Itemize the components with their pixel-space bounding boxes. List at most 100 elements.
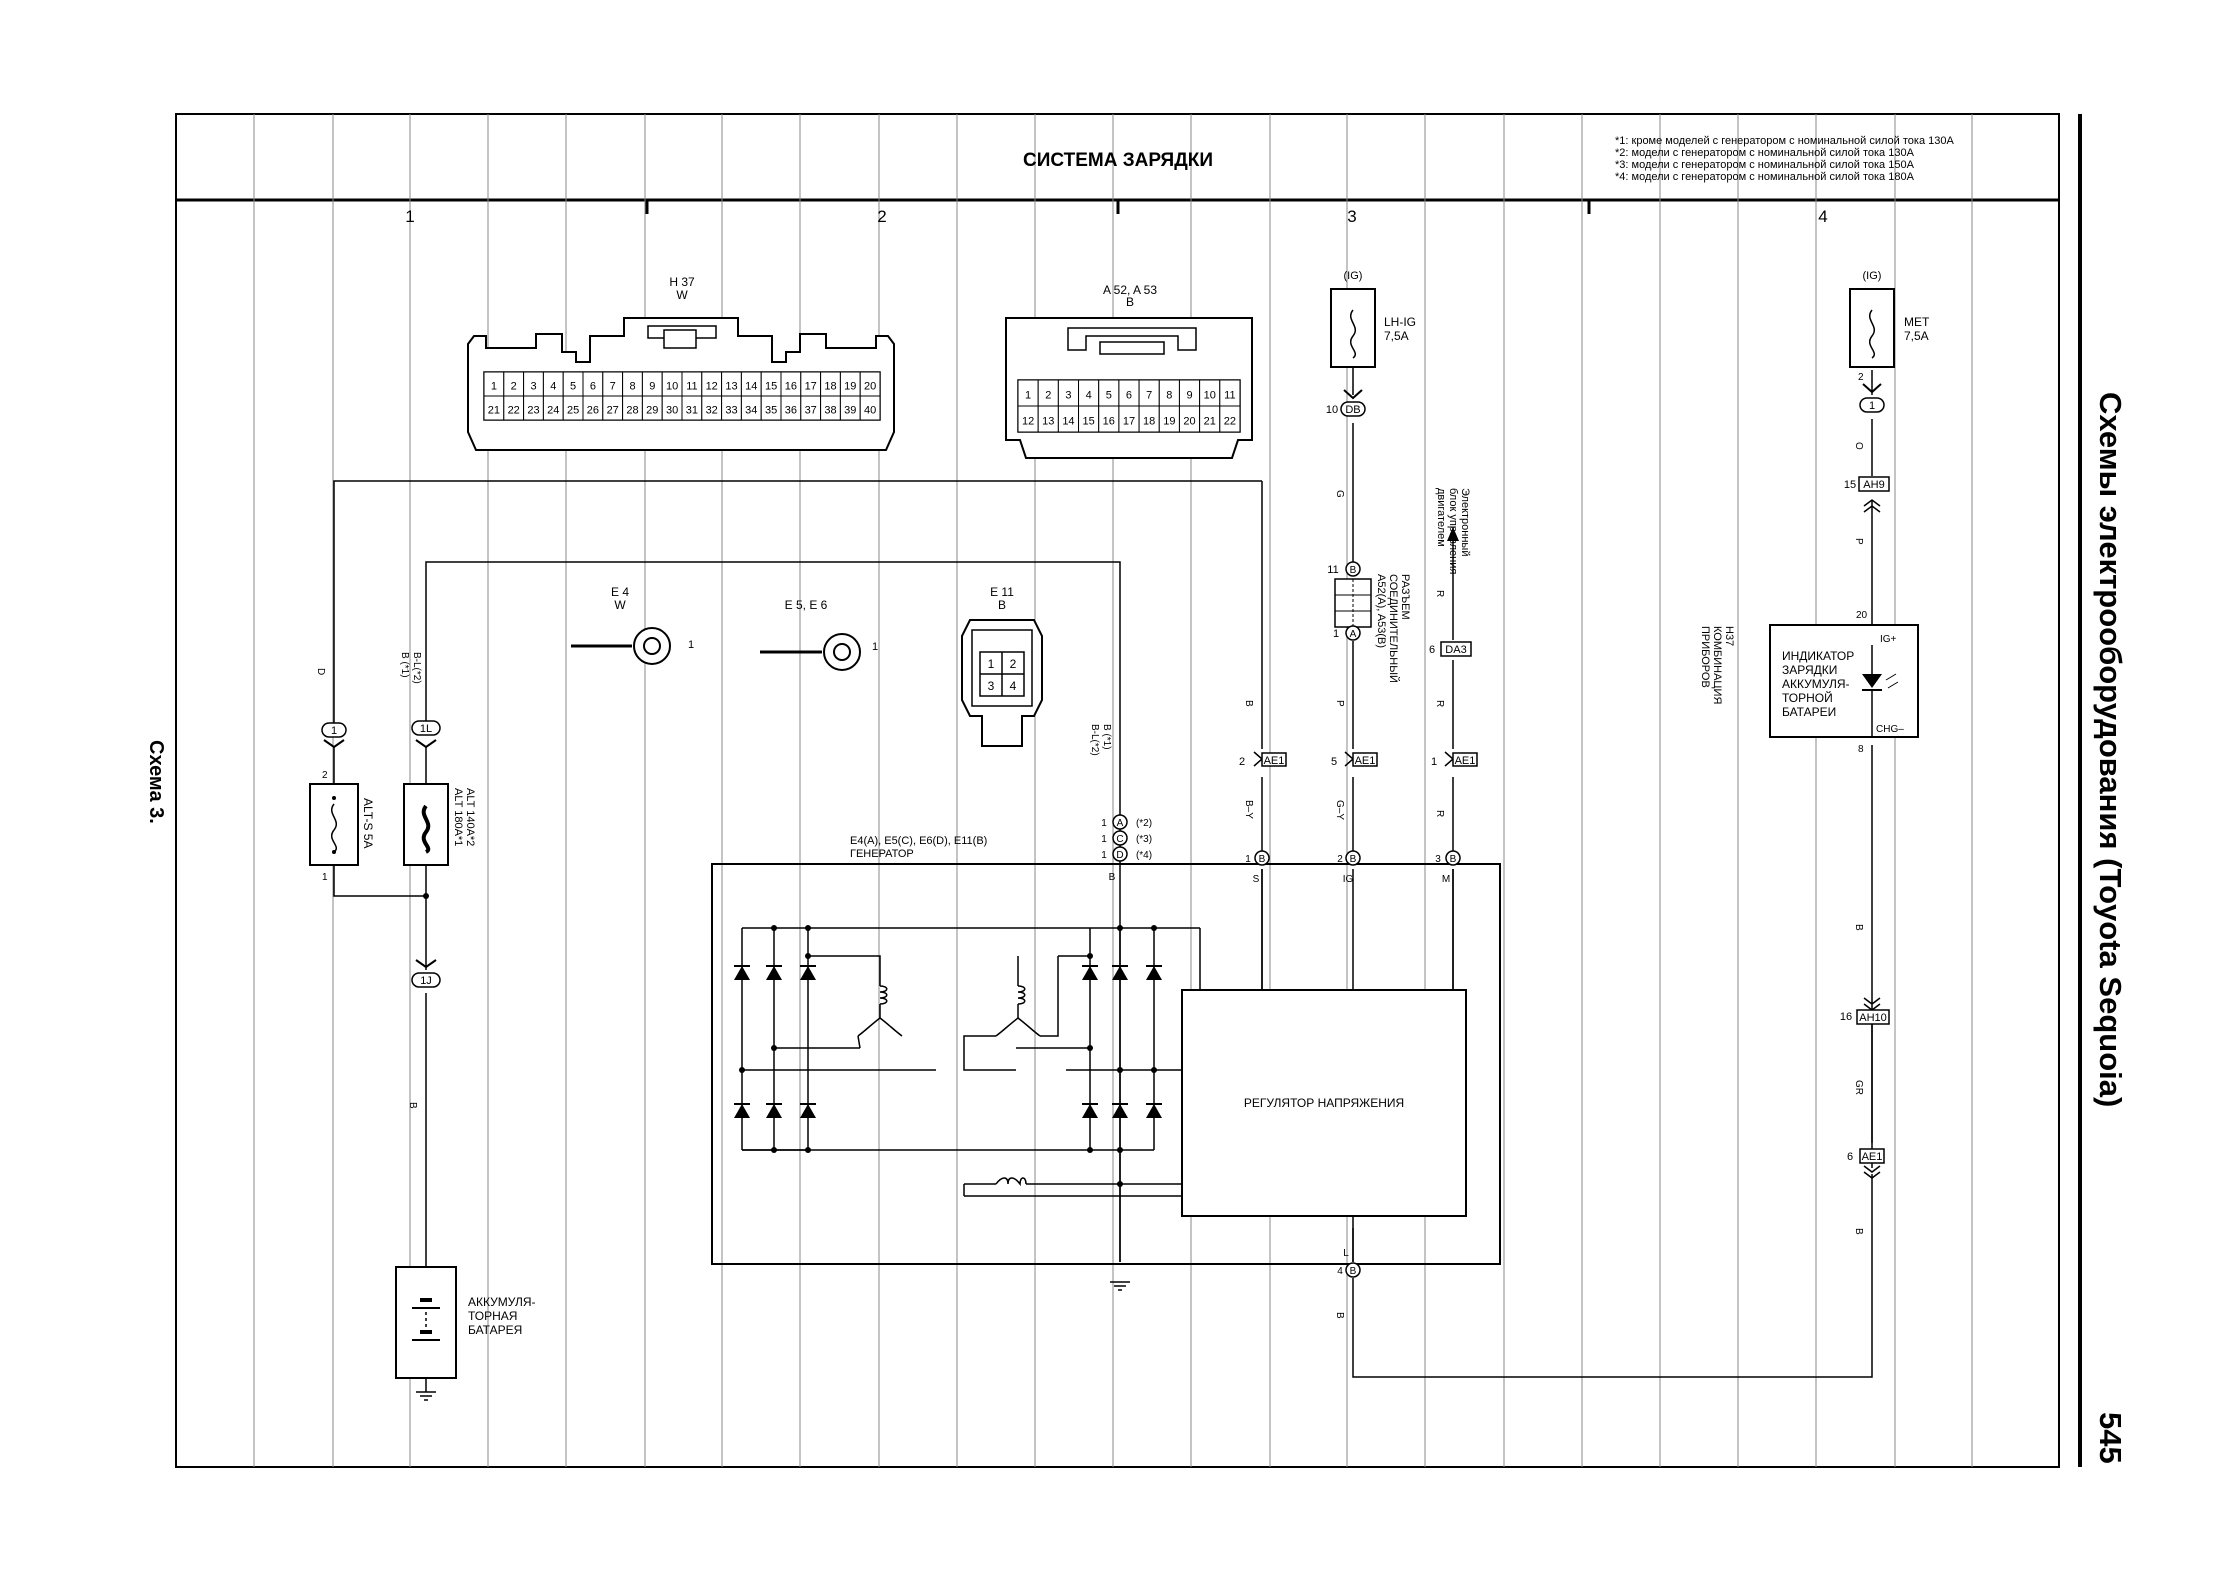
battery-label-2: ТОРНАЯ	[468, 1309, 517, 1323]
gen-s-num: 1	[1245, 854, 1251, 865]
wire-b-battery: B	[407, 1102, 418, 1109]
wire-p-met: P	[1853, 538, 1864, 545]
h37-pin-number: 24	[547, 404, 559, 416]
indicator-chg-minus: CHG–	[1876, 724, 1904, 735]
db-num: 10	[1326, 404, 1338, 416]
indicator-label-1: ИНДИКАТОР	[1782, 649, 1854, 663]
a52-cell	[1219, 405, 1241, 433]
h37-pin-number: 22	[508, 404, 520, 416]
meter-pin-8: 8	[1858, 744, 1864, 755]
a52-pin-number: 21	[1204, 416, 1216, 428]
ecu-arrow	[1447, 527, 1459, 541]
gen-s-label: S	[1253, 874, 1260, 885]
wire-color-labels: D B (*1) B-L(*2) B B (*1) B-L(*2) B B–Y …	[315, 442, 1864, 1319]
ae1-meter-num: 6	[1847, 1151, 1853, 1163]
wire-b-s: B	[1243, 700, 1254, 707]
h37-pin-number: 16	[785, 380, 797, 392]
h37-pin-number: 17	[805, 380, 817, 392]
e11-pin-1: 1	[988, 657, 995, 671]
wire-g-y: G–Y	[1334, 800, 1345, 820]
wire-d: D	[315, 668, 326, 675]
h37-pin-number: 12	[706, 380, 718, 392]
gen-pin-d-note: (*4)	[1136, 850, 1152, 861]
a52-pin-number: 2	[1045, 390, 1051, 402]
alt-main-label-2: ALT 140A*2	[464, 788, 476, 846]
column-number-3: 3	[1347, 207, 1356, 226]
indicator-label-4: ТОРНОЙ	[1782, 690, 1833, 705]
a52-pin-number: 18	[1143, 416, 1155, 428]
ae1-ig-num: 5	[1331, 756, 1337, 768]
a52-pin-number: 12	[1022, 416, 1034, 428]
wire-p-ig: P	[1334, 700, 1345, 707]
h37-pin-number: 32	[706, 404, 718, 416]
gen-pin-d-num: 1	[1101, 850, 1107, 861]
e4-name: E 4	[611, 585, 629, 599]
footnote-3: *3: модели с генератором с номинальной с…	[1615, 159, 1915, 171]
h37-pin-number: 1	[491, 380, 497, 392]
footnote-2: *2: модели с генератором с номинальной с…	[1615, 147, 1915, 159]
ae1-meter-connector: 6 AE1	[1847, 1148, 1885, 1179]
gen-pin-a-note: (*2)	[1136, 818, 1152, 829]
h37-pin-number: 28	[626, 404, 638, 416]
e11-name: E 11	[990, 585, 1014, 599]
wire-b-meter: B	[1853, 924, 1864, 931]
h37-pin-number: 40	[864, 404, 876, 416]
e4-color: W	[614, 598, 626, 612]
met-rating: 7,5A	[1904, 329, 1929, 343]
regulator-label: РЕГУЛЯТОР НАПРЯЖЕНИЯ	[1244, 1096, 1404, 1110]
gen-l-label: L	[1343, 1248, 1349, 1259]
a52-pin-number: 16	[1103, 416, 1115, 428]
battery-label-3: БАТАРЕЯ	[468, 1323, 522, 1337]
footnote-4: *4: модели с генератором с номинальной с…	[1615, 171, 1915, 183]
h37-pin-number: 36	[785, 404, 797, 416]
indicator-ig-plus: IG+	[1880, 634, 1897, 645]
fuse-alt-main: ALT 180A*1 ALT 140A*2	[403, 783, 476, 866]
h37-pin-number: 10	[666, 380, 678, 392]
h37-cell	[859, 395, 881, 421]
connector-h37-color: W	[676, 288, 688, 302]
h37-pin-number: 9	[649, 380, 655, 392]
junction-dots	[423, 893, 1157, 1187]
a52-pin-number: 5	[1106, 390, 1112, 402]
generator: E4(A), E5(C), E6(D), E11(B) ГЕНЕРАТОР РЕ…	[423, 835, 1501, 1291]
indicator-label-2: ЗАРЯДКИ	[1782, 663, 1837, 677]
a52-pin-number: 4	[1086, 390, 1092, 402]
h37-pin-number: 29	[646, 404, 658, 416]
page-number: 545	[2093, 1412, 2128, 1464]
h37-pin-number: 33	[725, 404, 737, 416]
e11-pin-2: 2	[1010, 657, 1017, 671]
h37-pin-number: 39	[844, 404, 856, 416]
footnotes: *1: кроме моделей с генератором с номина…	[1615, 135, 1954, 183]
h37-pin-number: 7	[610, 380, 616, 392]
connector-a52-color: B	[1126, 295, 1134, 309]
h37-pin-number: 34	[745, 404, 757, 416]
h37-pin-number: 30	[666, 404, 678, 416]
lh-ig-name: LH-IG	[1384, 315, 1416, 329]
e11-pin-4: 4	[1010, 679, 1017, 693]
h37-pin-number: 27	[607, 404, 619, 416]
joint-num-11: 11	[1327, 564, 1338, 576]
a52-pin-number: 7	[1146, 390, 1152, 402]
ring-terminal-e4: E 4 W 1	[571, 585, 694, 665]
gen-ig-num: 2	[1337, 854, 1343, 865]
h37-pin-number: 21	[488, 404, 500, 416]
e5-name: E 5, E 6	[785, 598, 828, 612]
ae1-s-label: AE1	[1264, 755, 1285, 767]
met-ig: (IG)	[1863, 270, 1882, 282]
h37-pin-number: 8	[629, 380, 635, 392]
ring-terminal-e5-e6: E 5, E 6 1	[760, 598, 878, 671]
meter-pin-20: 20	[1856, 610, 1868, 621]
joint-connector: 11 B 1 A A52(A), A53(B) СОЕДИНИТЕЛЬНЫЙ Р…	[1327, 561, 1411, 683]
terminals: 1 1L 1J	[321, 720, 441, 988]
alt-s-pin-1: 1	[322, 872, 328, 883]
generator-title-2: ГЕНЕРАТОР	[850, 848, 914, 860]
met-name: МЕТ	[1904, 315, 1930, 329]
ah10-connector: 16 AH10	[1840, 997, 1890, 1025]
db-label: DB	[1345, 404, 1360, 416]
a52-pin-number: 14	[1062, 416, 1074, 428]
wire-b-e11-2: B-L(*2)	[1089, 724, 1100, 756]
wire-b-bottom: B	[1853, 1228, 1864, 1235]
